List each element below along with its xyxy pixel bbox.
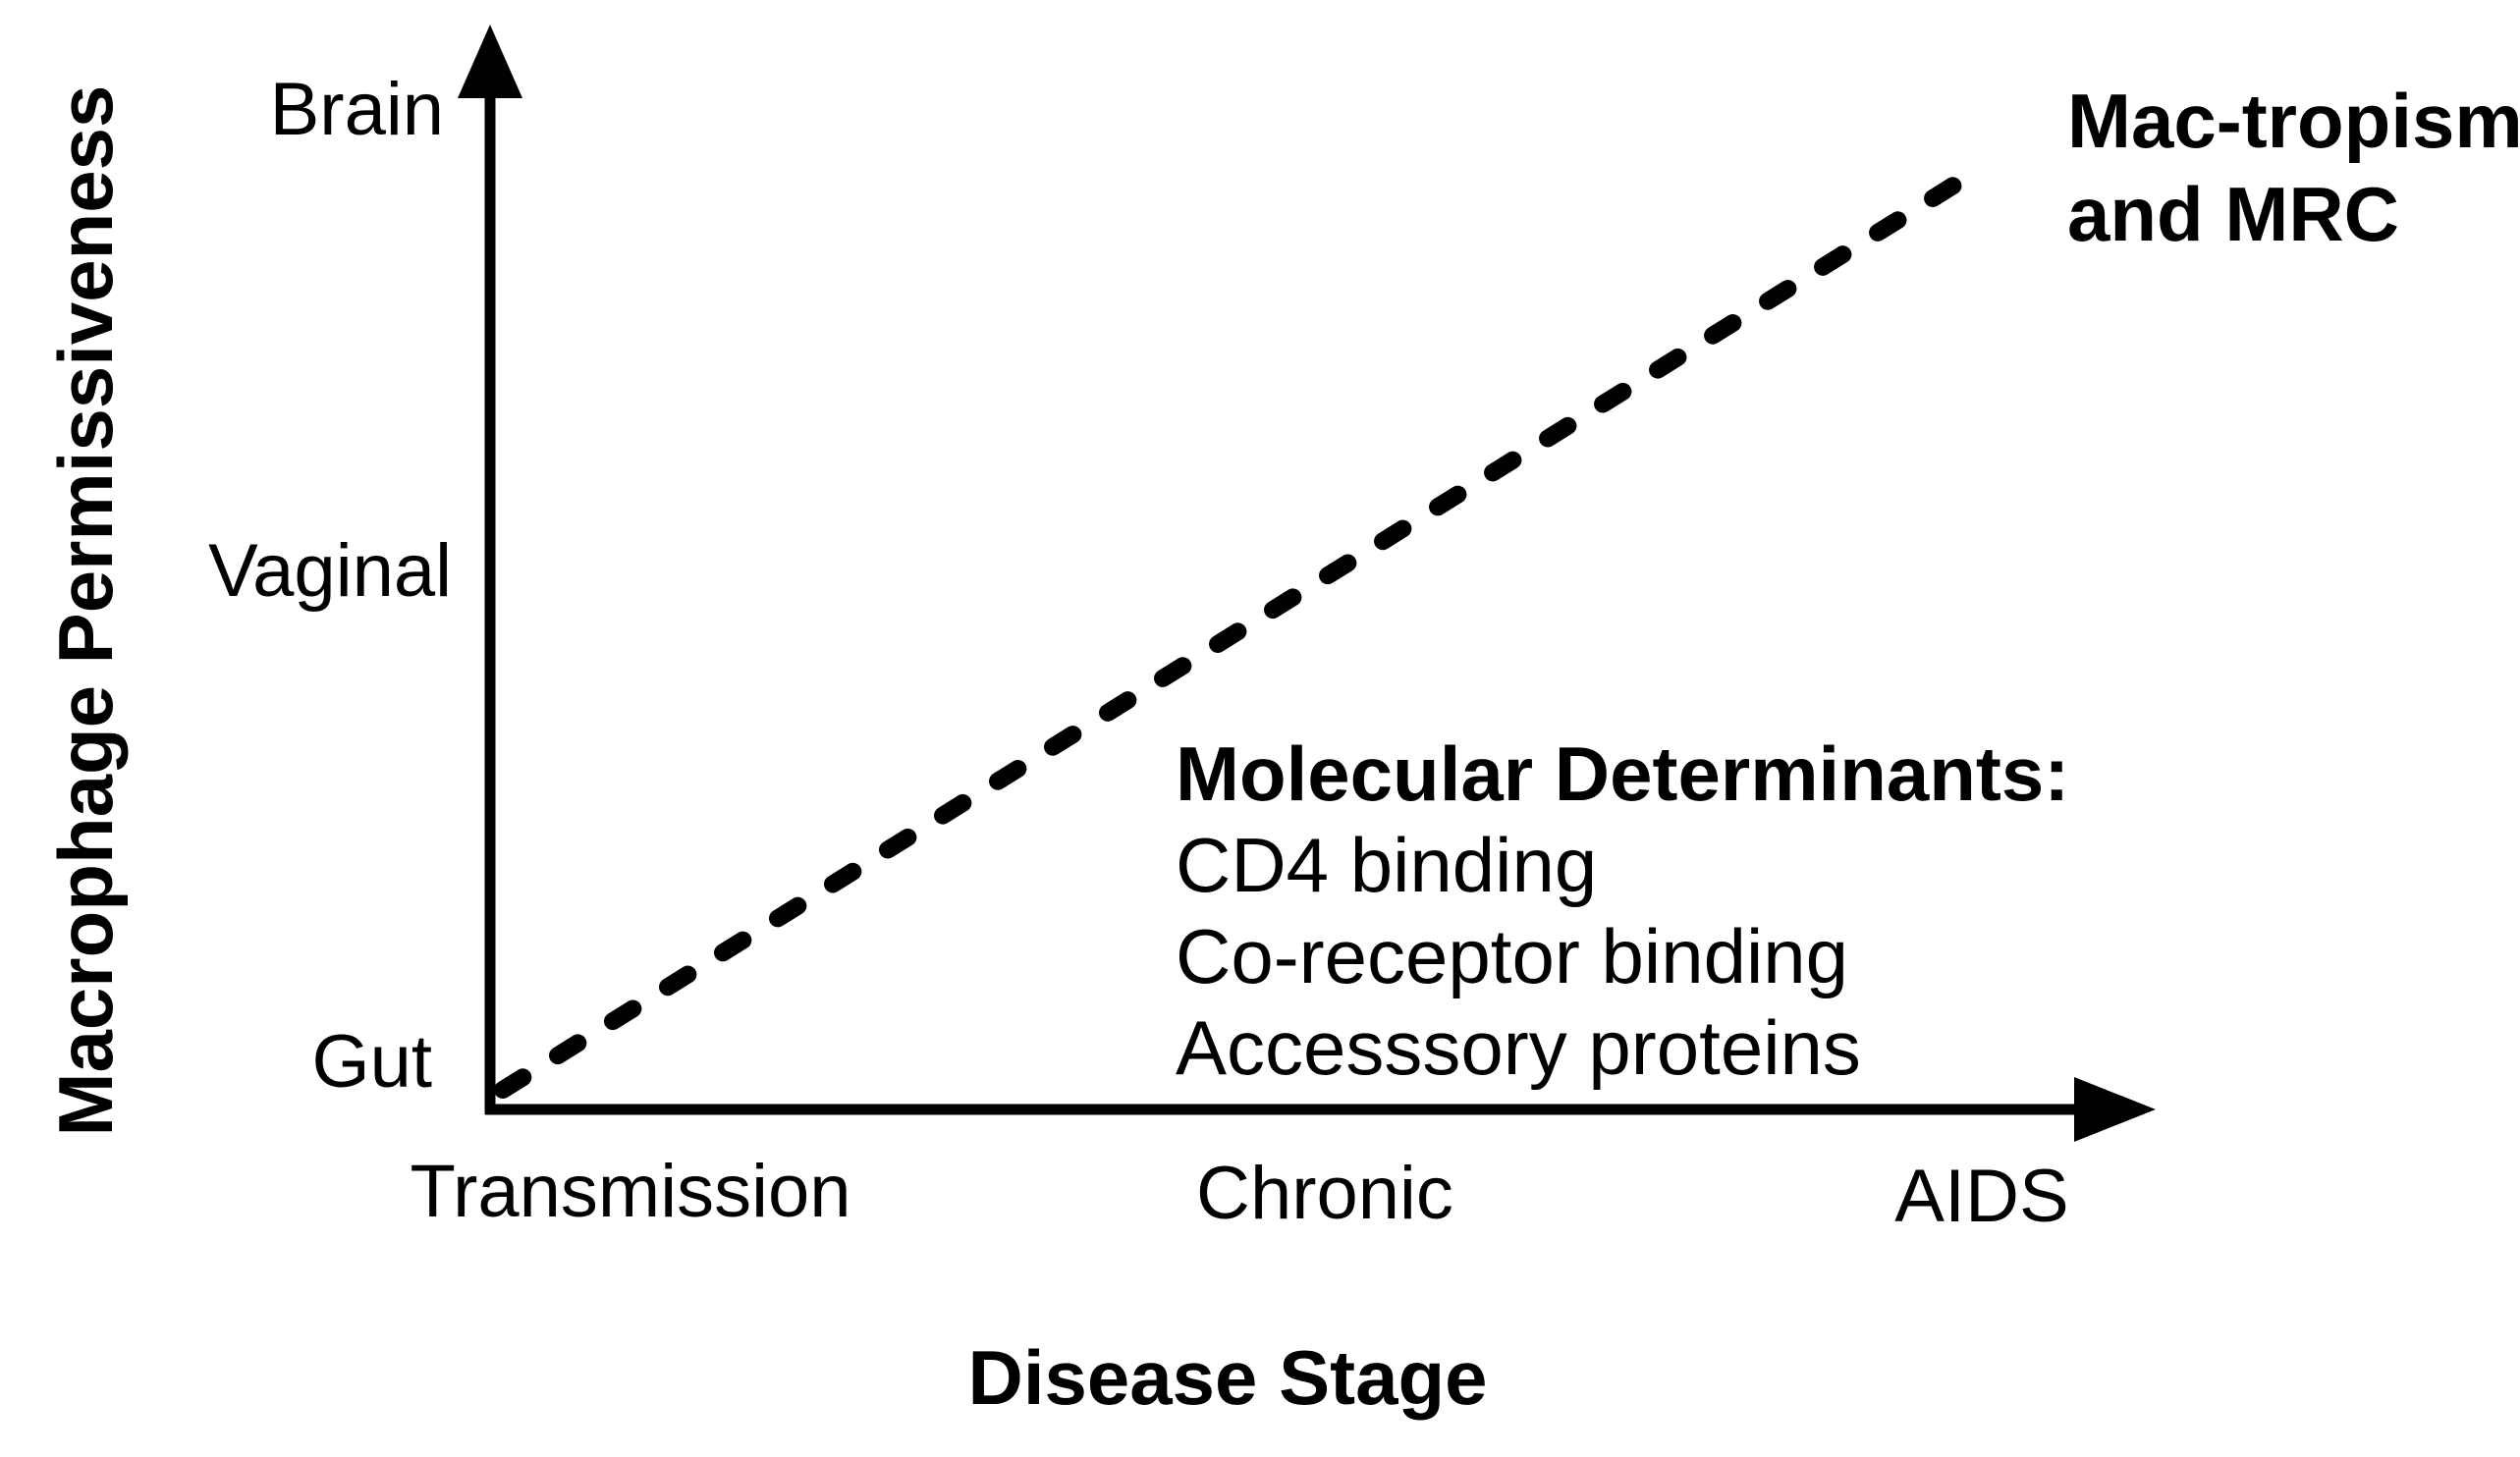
y-tick-label-gut: Gut	[311, 1020, 433, 1104]
x-tick-label-transmission: Transmission	[410, 1150, 851, 1233]
molecular-determinants-title: Molecular Determinants:	[1176, 730, 2070, 817]
molecular-determinants-item: Co-receptor binding	[1176, 913, 1849, 999]
x-tick-label-aids: AIDS	[1894, 1155, 2069, 1238]
x-tick-label-chronic: Chronic	[1196, 1152, 1453, 1235]
x-axis-arrowhead	[2074, 1077, 2156, 1142]
molecular-determinants-item: Accesssory proteins	[1176, 1004, 1861, 1091]
y-tick-label-vaginal: Vaginal	[208, 529, 452, 613]
trend-line	[494, 157, 1994, 1099]
y-axis-title: Macrophage Permissiveness	[42, 84, 129, 1137]
trend-line-label-line1: Mac-tropism	[2067, 78, 2520, 164]
molecular-determinants-block: Molecular Determinants: CD4 binding Co-r…	[1176, 728, 2069, 1094]
y-tick-label-brain: Brain	[269, 68, 444, 151]
trend-line-label-line2: and MRC	[2067, 171, 2399, 257]
y-axis-arrowhead	[458, 25, 522, 98]
molecular-determinants-item: CD4 binding	[1176, 822, 1598, 908]
trend-line-label: Mac-tropism and MRC	[2067, 75, 2520, 261]
x-axis-title: Disease Stage	[967, 1334, 1488, 1421]
